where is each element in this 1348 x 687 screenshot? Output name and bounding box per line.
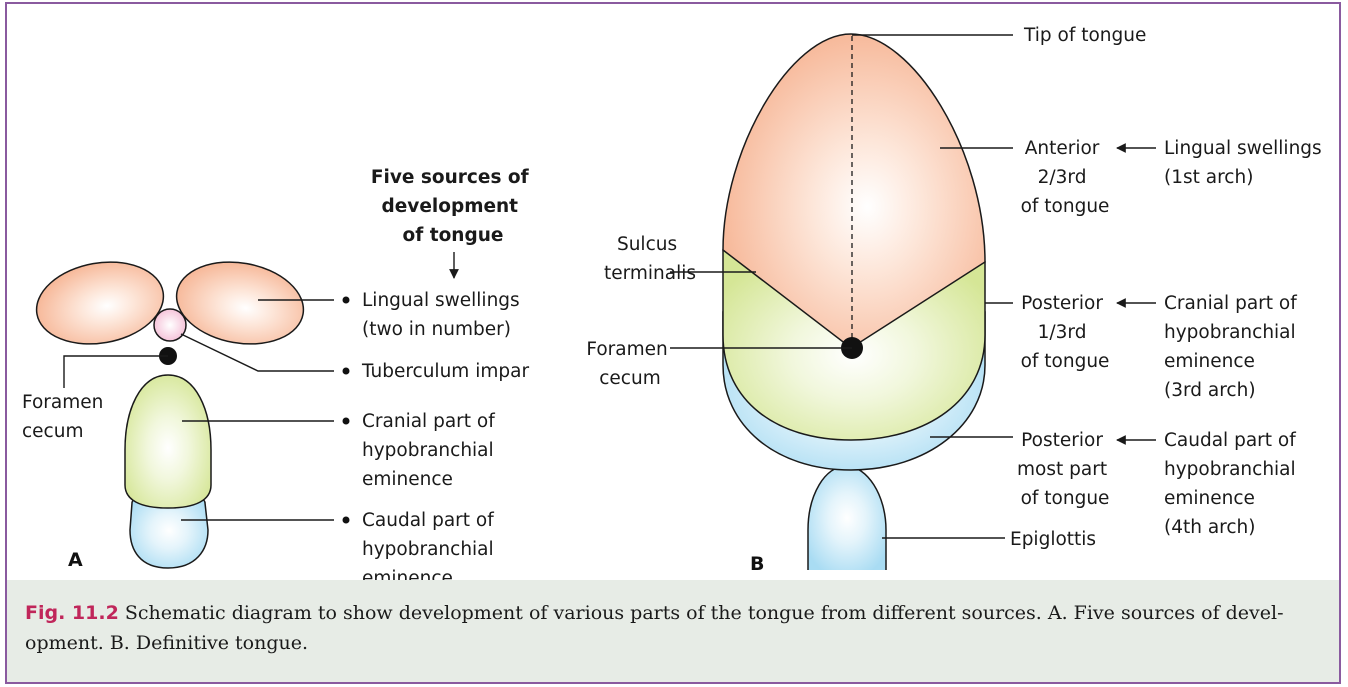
sources-title: Five sources of development of tongue xyxy=(371,167,535,246)
bullet-4 xyxy=(343,517,350,524)
label-anterior-two-thirds: Anterior 2/3rd of tongue xyxy=(1021,138,1110,217)
label-cranial-part-a: Cranial part of hypobranchial eminence xyxy=(362,411,501,490)
label-tip-of-tongue: Tip of tongue xyxy=(1023,25,1146,46)
bullet-1 xyxy=(343,297,350,304)
figure-number: Fig. 11.2 xyxy=(25,602,119,624)
figure-caption: Fig. 11.2 Schematic diagram to show devel… xyxy=(25,598,1315,658)
tongue-development-figure: Five sources of development of tongue Li… xyxy=(0,0,1348,580)
epiglottis xyxy=(808,466,886,570)
bullet-2 xyxy=(343,368,350,375)
tuberculum-impar xyxy=(154,309,186,341)
label-posterior-most-part: Posterior most part of tongue xyxy=(1017,430,1113,509)
panel-b: Tip of tongue Anterior 2/3rd of tongue P… xyxy=(586,25,1327,575)
panel-a: Five sources of development of tongue Li… xyxy=(22,167,535,580)
panel-letter-a: A xyxy=(68,549,83,571)
label-tuberculum-impar: Tuberculum impar xyxy=(361,361,529,382)
label-posterior-third: Posterior 1/3rd of tongue xyxy=(1021,293,1110,372)
label-source-lingual: Lingual swellings (1st arch) xyxy=(1164,138,1328,188)
label-foramen-cecum-a: Foramen cecum xyxy=(22,392,109,442)
caption-line-1: Schematic diagram to show development of… xyxy=(125,602,1284,624)
label-epiglottis: Epiglottis xyxy=(1010,529,1096,550)
cranial-part-a xyxy=(125,375,211,508)
label-source-cranial: Cranial part of hypobranchial eminence (… xyxy=(1164,293,1303,401)
label-sulcus-terminalis: Sulcus terminalis xyxy=(604,234,696,284)
panel-letter-b: B xyxy=(750,553,764,575)
label-source-caudal: Caudal part of hypobranchial eminence (4… xyxy=(1164,430,1302,538)
label-foramen-cecum-b: Foramen cecum xyxy=(586,339,673,389)
caption-line-2: opment. B. Definitive tongue. xyxy=(25,632,308,654)
bullet-3 xyxy=(343,418,350,425)
lingual-swelling-left xyxy=(30,252,170,353)
label-caudal-part-a: Caudal part of hypobranchial eminence xyxy=(362,510,500,580)
label-lingual-swellings-a: Lingual swellings (two in number) xyxy=(362,290,526,340)
